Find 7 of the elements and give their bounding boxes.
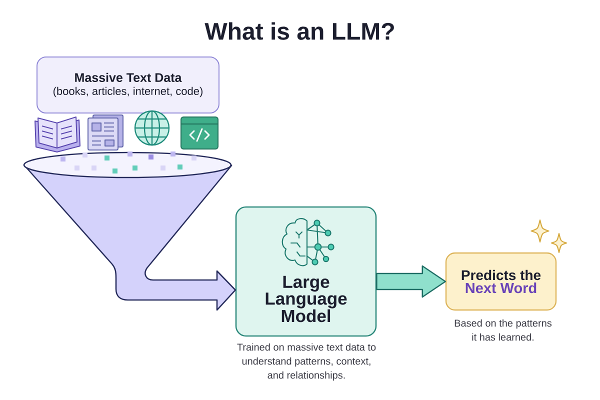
title: What is an LLM?: [204, 22, 394, 40]
description-label: Based on the patterns it has learned.: [454, 319, 552, 341]
data-box: Massive Text Data (books, articles, internet, code): [36, 56, 220, 114]
description-label: Trained on massive text data to understand patterns, context, and relationships.: [237, 343, 376, 381]
block-arrow: [376, 265, 446, 298]
result-box: Predicts the Next Word: [445, 252, 557, 311]
model-box: Large Language Model: [235, 206, 377, 337]
